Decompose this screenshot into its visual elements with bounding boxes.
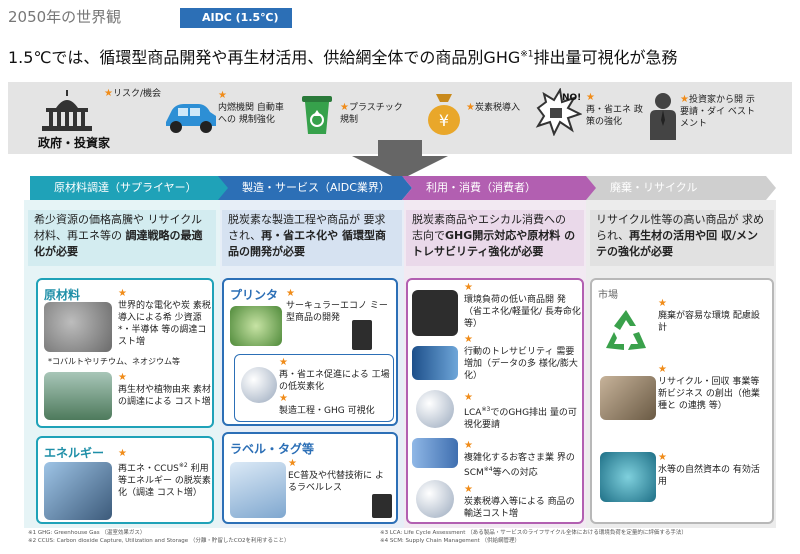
forest-image xyxy=(44,372,112,420)
footnote-lca: ※3 LCA: Life Cycle Assessment （ある製品・サービス… xyxy=(380,530,687,536)
item-circular-product: ★サーキュラーエコノ ミー型商品の開発 xyxy=(286,288,388,323)
headline-footnote-ref: ※1 xyxy=(520,49,534,60)
tax-bag-icon: ¥ xyxy=(428,94,460,135)
box-printer: プリンタ ★サーキュラーエコノ ミー型商品の開発 ★再・省エネ促進による 工場の… xyxy=(222,278,398,426)
headline: 1.5℃では、循環型商品開発や再生材活用、供給網全体での商品別GHG※1排出量可… xyxy=(8,44,678,68)
footnote-ccus: ※2 CCUS: Carbon dioxide Capture, Utiliza… xyxy=(28,538,290,544)
item-factory-low-carbon: ★再・省エネ促進による 工場の低炭素化 xyxy=(279,357,390,392)
item-low-impact-product: ★環境負荷の低い商品開 発（省エネ化/軽量化/ 長寿命化 等） xyxy=(464,282,581,329)
band-item-vehicle-regulation: ★内燃機関 自動車への 規制強化 xyxy=(218,90,284,125)
gears-image xyxy=(44,302,112,352)
summary-manufacturing: 脱炭素な製造工程や商品が 要求され、再・省エネ化や 循環型商品の開発が必要 xyxy=(222,210,402,266)
band-item-plastic-regulation: ★プラスチック 規制 xyxy=(340,102,403,125)
headline-main: 1.5℃では、循環型商品開発や再生材活用、供給網全体での商品別GHG xyxy=(8,48,521,67)
box-consumption: ★環境負荷の低い商品開 発（省エネ化/軽量化/ 長寿命化 等） ★行動のトレサビ… xyxy=(406,278,584,524)
phase-disposal: 廃棄・リサイクル xyxy=(586,176,776,200)
band-item-energy-policy: ★再・省エネ 政策の強化 xyxy=(586,92,643,127)
svg-text:NO!: NO! xyxy=(562,93,581,103)
page-title-small: 2050年の世界観 xyxy=(8,8,122,26)
eco-globe-image xyxy=(230,306,282,346)
investor-icon xyxy=(650,93,676,140)
transport-bulb-image xyxy=(416,480,454,518)
lca-bulb-image xyxy=(416,390,454,428)
item-traceability-demand: ★行動のトレサビリティ 需要増加（データの多 様化/膨大化） xyxy=(464,334,578,381)
item-eco-design: ★廃棄が容易な環境 配慮設計 xyxy=(658,298,760,333)
car-icon xyxy=(166,104,216,133)
item-lca-visualization: ★LCA※3でのGHG排出 量の可視化要請 xyxy=(464,392,577,430)
lightbulb-image xyxy=(241,367,277,403)
box-labels: ラベル・タグ等 ★EC普及や代替技術に よるラベルレス xyxy=(222,432,398,524)
band-item-carbon-tax: ★炭素税導入 xyxy=(466,102,520,113)
data-lines-image xyxy=(412,346,458,380)
item-energy-decarbonization: ★再エネ・CCUS※2 利用等エネルギー の脱炭素化（調達 コスト増） xyxy=(118,448,211,498)
recycle-icon xyxy=(606,310,646,350)
item-recycled-materials: ★再生材や植物由来 素材の調達による コスト増 xyxy=(118,372,211,407)
down-arrow-icon xyxy=(352,140,448,180)
solar-panel-image xyxy=(44,462,112,520)
box-energy: エネルギー ★再エネ・CCUS※2 利用等エネルギー の脱炭素化（調達 コスト増… xyxy=(36,436,214,524)
bottle-image xyxy=(230,462,286,518)
box-title-raw-materials: 原材料 xyxy=(44,288,81,302)
government-building-icon xyxy=(42,90,92,131)
summary-procurement: 希少資源の価格高騰や リサイクル材料、再エネ等の 調達戦略の最適化が必要 xyxy=(28,210,216,266)
handshake-image xyxy=(600,376,656,420)
footnote-scm: ※4 SCM: Supply Chain Management （供給網管理） xyxy=(380,538,520,544)
item-scm-response: ★複雑化するお客さま業 界のSCM※4等への対応 xyxy=(464,440,575,478)
industrial-printer-image xyxy=(412,290,458,336)
box-title-labels: ラベル・タグ等 xyxy=(230,442,315,456)
scenario-badge: AIDC (1.5℃) xyxy=(180,8,292,28)
phase-manufacturing: 製造・サービス（AIDC業界） xyxy=(218,176,412,200)
item-rare-resources: ★世界的な電化や炭 素税導入による希 少資源*・半導体 等の調達コスト増 xyxy=(118,288,211,347)
item-labelless: ★EC普及や代替技術に よるラベルレス xyxy=(288,458,384,493)
label-printer-image xyxy=(372,494,392,518)
rare-resources-note: *コバルトやリチウム、ネオジウム等 xyxy=(48,357,180,366)
footnote-ghg: ※1 GHG: Greenhouse Gas （温室効果ガス） xyxy=(28,530,146,536)
summary-consumption: 脱炭素商品やエシカル消費への 志向でGHG開示対応や原材料 のトレサビリティ強化… xyxy=(406,210,584,266)
box-title-printer: プリンタ xyxy=(230,288,279,302)
no-energy-icon: NO! xyxy=(535,88,582,136)
svg-text:¥: ¥ xyxy=(439,111,449,130)
phase-procurement: 原材料調達（サプライヤー） xyxy=(30,176,230,200)
box-market: 市場 ★廃棄が容易な環境 配慮設計 ★リサイクル・回収 事業等新ビジネス の創出… xyxy=(590,278,774,524)
item-transport-cost: ★炭素税導入等による 商品の輸送コスト増 xyxy=(464,484,575,519)
box-raw-materials: 原材料 ★世界的な電化や炭 素税導入による希 少資源*・半導体 等の調達コスト増… xyxy=(36,278,214,428)
band-item-investor-disclosure: ★投資家から開 示要請・ダイ ベストメント xyxy=(680,94,756,129)
item-new-business: ★リサイクル・回収 事業等新ビジネス の創出（他業種と の連携 等） xyxy=(658,364,760,411)
item-ghg-visualization: ★製造工程・GHG 可視化 xyxy=(279,393,375,416)
headline-tail: 排出量可視化が急務 xyxy=(533,48,678,67)
water-image xyxy=(600,452,656,502)
band-item-risk: ★リスク/機会 xyxy=(104,88,162,99)
box-title-market: 市場 xyxy=(598,290,618,301)
supply-chain-image xyxy=(412,438,458,468)
box-title-energy: エネルギー xyxy=(44,446,105,460)
printer-image xyxy=(352,320,372,350)
box-factory: ★再・省エネ促進による 工場の低炭素化 ★製造工程・GHG 可視化 xyxy=(234,354,394,422)
summary-disposal: リサイクル性等の高い商品が 求められ、再生材の活用や回 収/メンテの強化が必要 xyxy=(590,210,774,266)
item-natural-capital: ★水等の自然資本の 有効活用 xyxy=(658,452,760,487)
phase-consumption: 利用・消費（消費者） xyxy=(402,176,598,200)
recycle-bin-icon xyxy=(302,96,332,134)
actor-label: 政府・投資家 xyxy=(38,136,111,150)
